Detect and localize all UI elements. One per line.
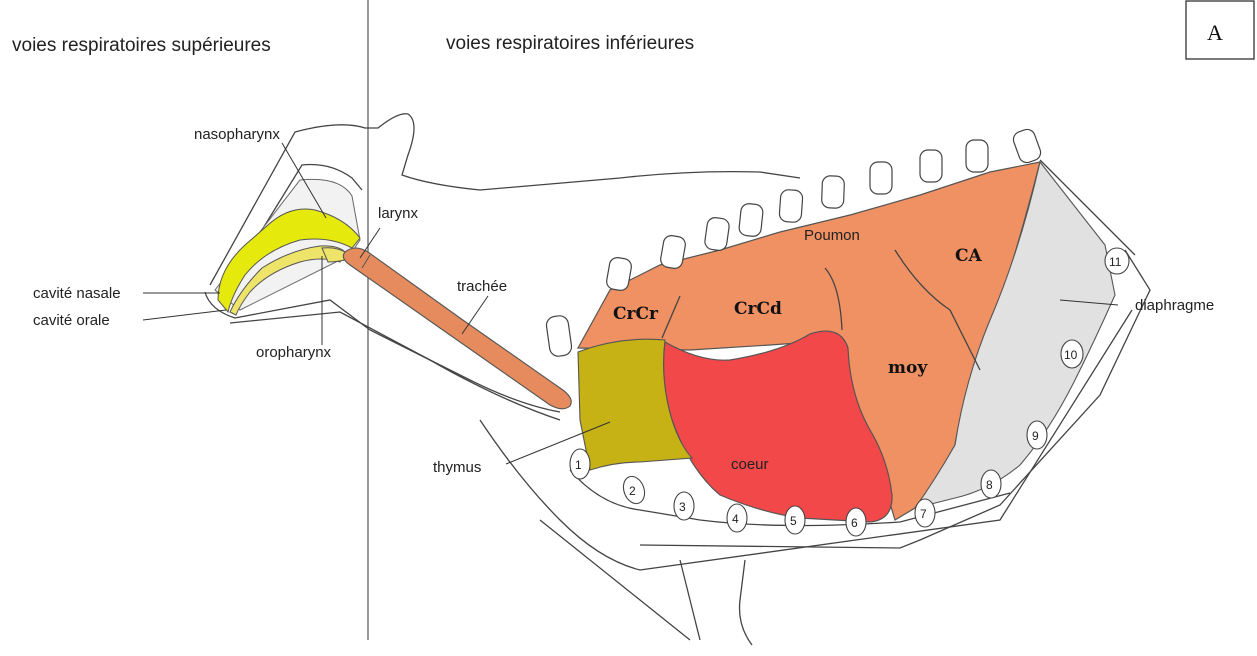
lobe-label-crcr: CrCr — [613, 304, 659, 324]
label-oral-cavity: cavité orale — [33, 312, 110, 329]
foreleg-outline-3 — [680, 560, 700, 640]
rib-number-4: 4 — [732, 512, 739, 526]
foreleg-outline-2 — [740, 560, 753, 645]
rib-number-1: 1 — [575, 458, 582, 472]
rib-number-6: 6 — [851, 516, 858, 530]
label-diaphragm: diaphragme — [1135, 297, 1214, 314]
rib-number-11: 11 — [1109, 255, 1122, 269]
lobe-label-moy: moy — [888, 358, 928, 378]
label-oropharynx: oropharynx — [256, 344, 332, 361]
label-nasal-cavity: cavité nasale — [33, 285, 121, 302]
panel-tag-letter: A — [1207, 20, 1223, 45]
rib-number-2: 2 — [629, 484, 636, 498]
label-thymus: thymus — [433, 459, 481, 476]
rib-number-9: 9 — [1032, 429, 1039, 443]
lobe-label-ca: CA — [955, 246, 983, 266]
lobe-label-crcd: CrCd — [734, 299, 782, 319]
upper-tract-heading: voies respiratoires supérieures — [12, 35, 271, 56]
rib-number-10: 10 — [1064, 348, 1078, 362]
label-trachea: trachée — [457, 278, 507, 295]
trachea-shape — [343, 248, 571, 409]
rib-number-7: 7 — [920, 507, 927, 521]
lower-tract-heading: voies respiratoires inférieures — [446, 33, 694, 54]
rib-number-5: 5 — [790, 514, 797, 528]
label-larynx: larynx — [378, 205, 419, 222]
rib-number-8: 8 — [986, 478, 993, 492]
label-nasopharynx: nasopharynx — [194, 126, 280, 143]
label-heart: coeur — [731, 456, 769, 473]
label-lung: Poumon — [804, 227, 860, 244]
rib-number-3: 3 — [679, 500, 686, 514]
foreleg-outline — [540, 520, 690, 640]
